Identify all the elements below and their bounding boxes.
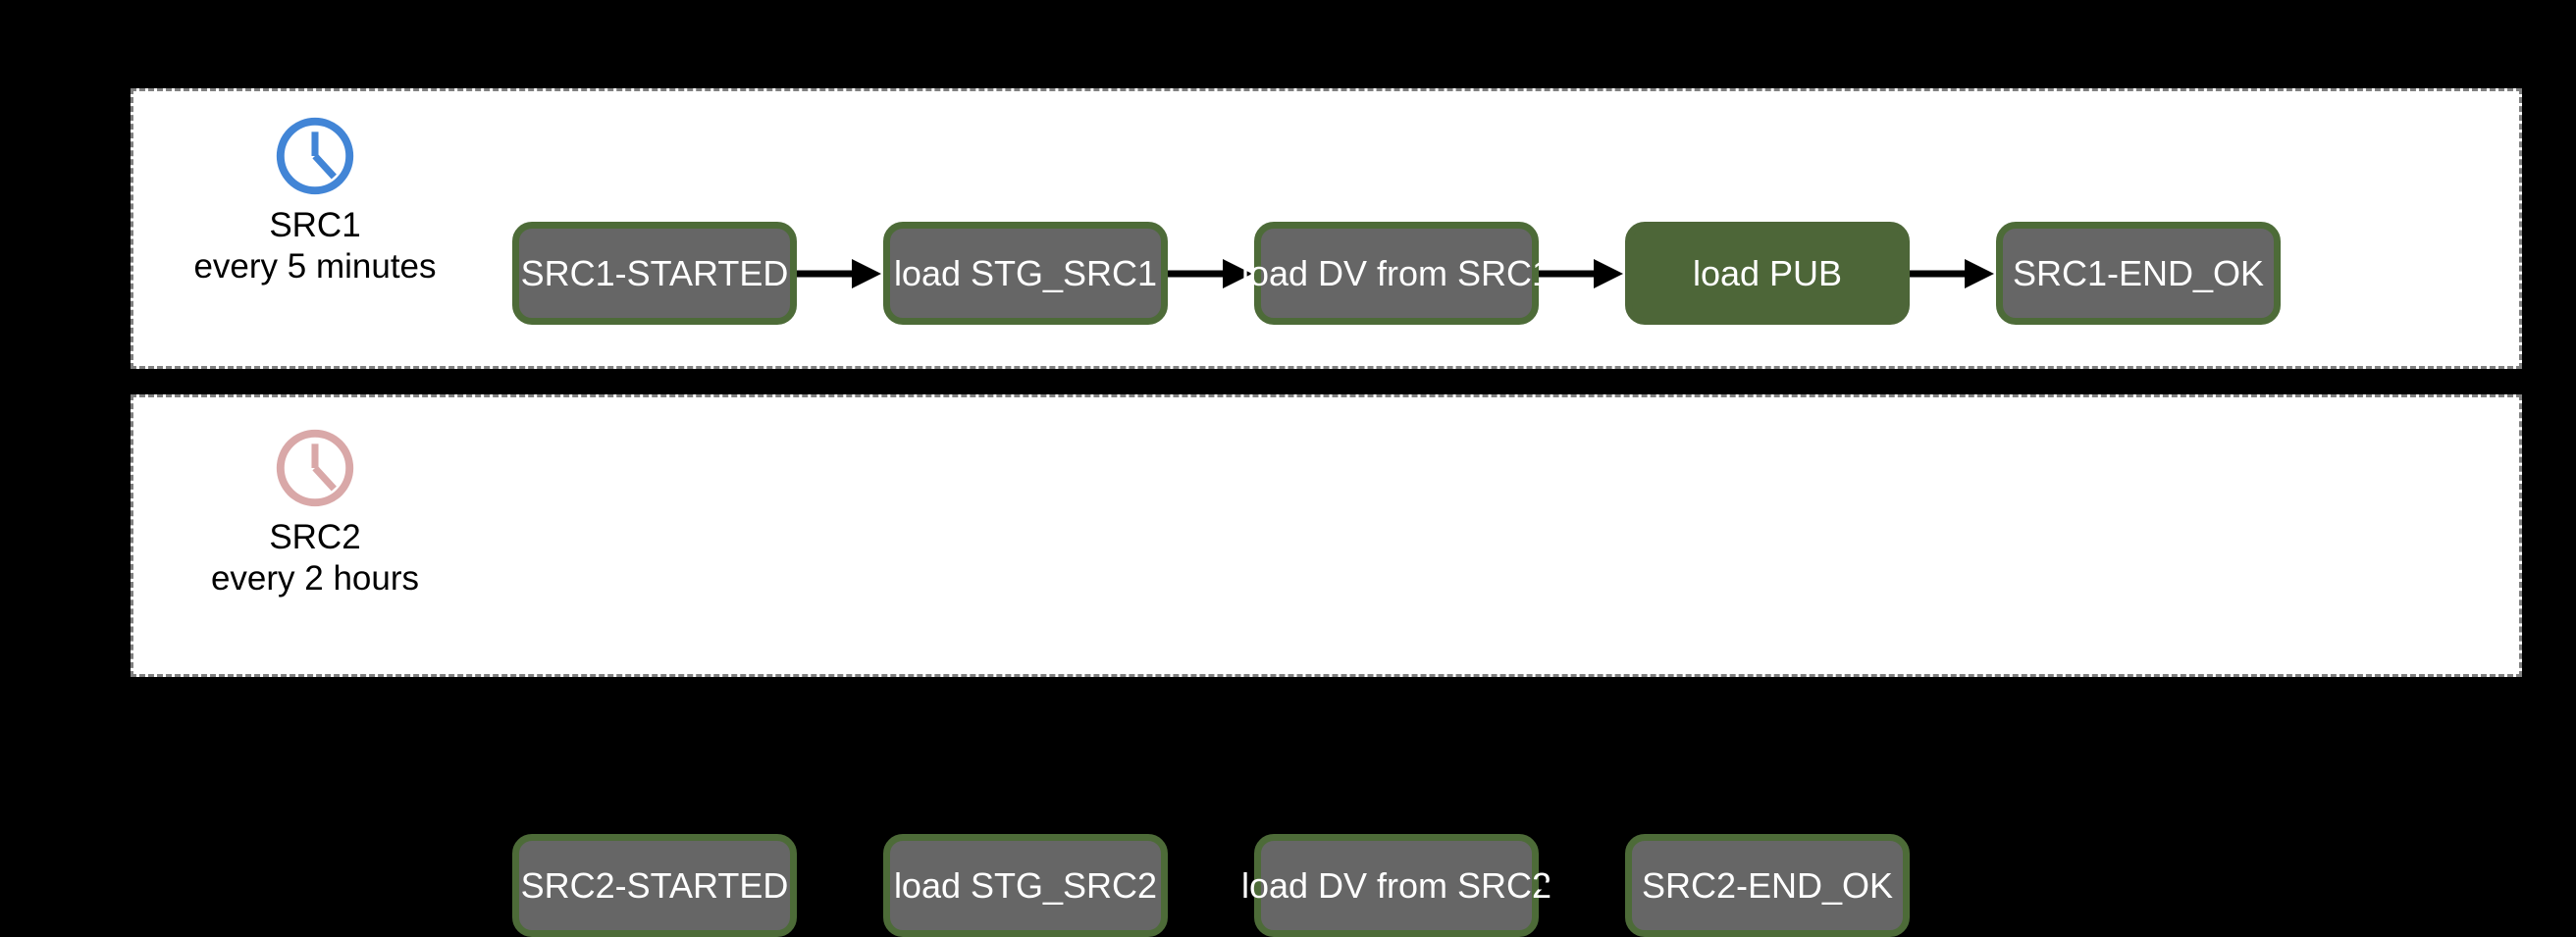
- clock-icon: [276, 117, 354, 195]
- flow-chain-src2: SRC2-STARTED load STG_SRC2 load DV from …: [512, 834, 1910, 937]
- flow-panel-src1: SRC1 every 5 minutes SRC1-STARTED load S…: [131, 88, 2522, 369]
- arrow-icon: [1539, 258, 1623, 288]
- flow-node-load-pub[interactable]: load PUB: [1625, 222, 1910, 325]
- arrow-icon: [1168, 258, 1252, 288]
- flow-node-label: SRC2-STARTED: [520, 864, 789, 906]
- flow-node-load-dv-src2[interactable]: load DV from SRC2: [1241, 834, 1551, 937]
- schedule-cadence-src2: every 2 hours: [210, 559, 420, 599]
- flow-node-load-dv-src1[interactable]: load DV from SRC1: [1241, 222, 1551, 325]
- flow-node-label: load STG_SRC2: [893, 864, 1158, 906]
- clock-icon: [276, 429, 354, 507]
- schedule-src2: SRC2 every 2 hours: [178, 425, 452, 598]
- diagram-canvas: SRC1 every 5 minutes SRC1-STARTED load S…: [131, 88, 2522, 937]
- flow-node-src1-end-ok[interactable]: SRC1-END_OK: [1996, 222, 2281, 325]
- arrow-icon: [797, 870, 881, 901]
- schedule-name-src1: SRC1: [269, 206, 361, 244]
- flow-node-label: load STG_SRC1: [893, 252, 1158, 293]
- flow-node-label: load DV from SRC2: [1240, 864, 1552, 906]
- flow-node-src1-started[interactable]: SRC1-STARTED: [512, 222, 797, 325]
- flow-node-label: load DV from SRC1: [1240, 252, 1552, 293]
- schedule-cadence-src1: every 5 minutes: [193, 247, 437, 286]
- flow-panel-src2: SRC2 every 2 hours SRC2-STARTED load STG…: [131, 394, 2522, 937]
- flow-node-label: SRC2-END_OK: [1641, 864, 1894, 906]
- flow-node-load-stg-src1[interactable]: load STG_SRC1: [883, 222, 1168, 325]
- flow-node-src2-started[interactable]: SRC2-STARTED: [512, 834, 797, 937]
- arrow-icon: [1539, 870, 1623, 901]
- flow-node-label: load PUB: [1692, 252, 1843, 293]
- flow-chain-src1: SRC1-STARTED load STG_SRC1 load DV from …: [512, 222, 2281, 325]
- flow-node-label: SRC1-END_OK: [2012, 252, 2265, 293]
- schedule-src1: SRC1 every 5 minutes: [178, 113, 452, 286]
- flow-node-label: SRC1-STARTED: [520, 252, 789, 293]
- arrow-icon: [797, 258, 881, 288]
- flow-node-src2-end-ok[interactable]: SRC2-END_OK: [1625, 834, 1910, 937]
- arrow-icon: [1910, 258, 1994, 288]
- schedule-name-src2: SRC2: [269, 518, 361, 556]
- flow-node-load-stg-src2[interactable]: load STG_SRC2: [883, 834, 1168, 937]
